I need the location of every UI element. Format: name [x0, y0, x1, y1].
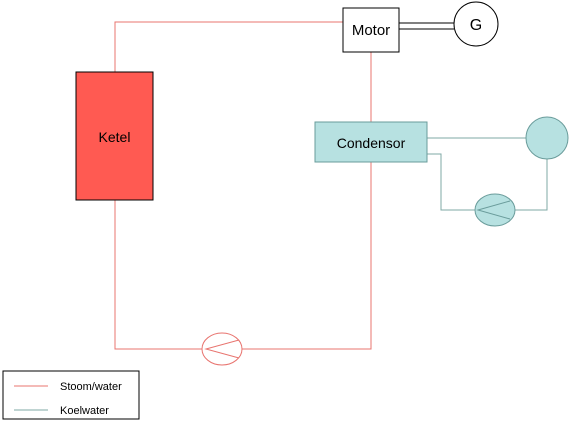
cooling-pump-icon: [474, 193, 516, 227]
cooling-line-pump-to-condensor: [427, 153, 475, 211]
motor-label: Motor: [352, 22, 390, 39]
condensor-label: Condensor: [337, 135, 406, 151]
steam-line-ketel-to-motor: [114, 21, 343, 72]
feed-pump-icon: [201, 332, 243, 366]
steam-water-lines: [114, 21, 372, 350]
legend-box: [2, 370, 140, 420]
water-line-pump-to-ketel: [114, 200, 202, 350]
water-line-condensor-to-pump: [242, 162, 372, 350]
ketel-box: Ketel: [75, 71, 154, 201]
generator-circle: G: [453, 1, 499, 47]
motor-generator-shaft: [399, 22, 454, 30]
ketel-label: Ketel: [99, 129, 131, 145]
legend: Stoom/water Koelwater: [2, 370, 140, 420]
condensor-box: Condensor: [314, 121, 428, 163]
cooling-tower-circle: [525, 116, 569, 160]
cooling-water-lines: [427, 137, 548, 211]
motor-box: Motor: [342, 7, 400, 53]
legend-label-steam: Stoom/water: [60, 381, 122, 393]
legend-label-cooling: Koelwater: [60, 405, 109, 417]
generator-label: G: [470, 17, 482, 34]
cooling-line-cooler-to-pump: [515, 159, 548, 211]
